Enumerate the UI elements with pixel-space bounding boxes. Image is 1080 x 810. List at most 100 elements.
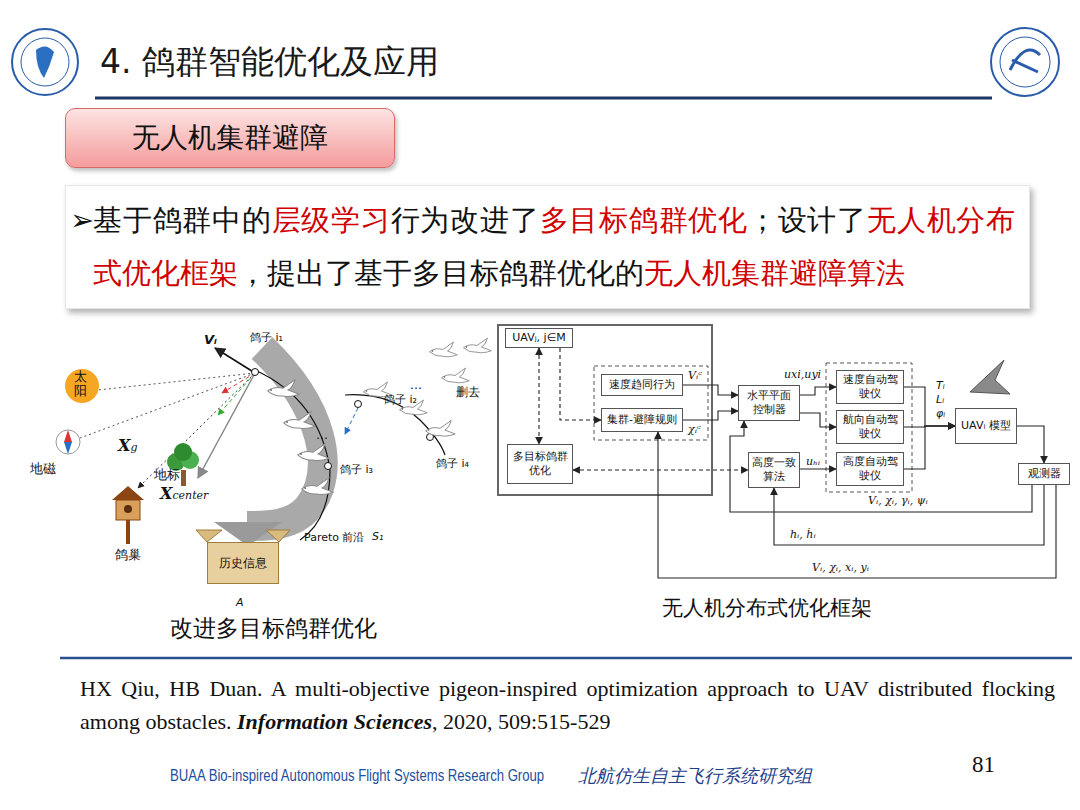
- illustration-part: [430, 342, 458, 357]
- illustration-part: [64, 442, 72, 454]
- illustration-part: [302, 478, 333, 495]
- illustration-part: [80, 373, 255, 438]
- node-text: UAVⱼ, j∈M: [512, 331, 565, 345]
- illustration-part: [138, 373, 255, 488]
- illustration-part: [181, 470, 186, 486]
- illustration-part: [124, 505, 132, 513]
- connector: [800, 387, 836, 395]
- ellipsis: …: [410, 378, 422, 392]
- illustration-part: [112, 486, 144, 500]
- node-text: 航向自动驾驶仪: [840, 413, 900, 441]
- highlight-text: 无人机集群避障算法: [644, 256, 905, 290]
- sun-label: 太阳: [74, 370, 87, 399]
- connector: [683, 411, 738, 420]
- citation: HX Qiu, HB Duan. A multi-objective pigeo…: [80, 672, 1055, 738]
- process-box: 速度趋同行为: [601, 374, 683, 396]
- illustration-part: [991, 28, 1059, 96]
- signal-label: Vᵢ, χᵢ, xᵢ, yᵢ: [812, 561, 869, 574]
- illustration-part: [198, 373, 255, 478]
- pigeon-label: 鸽子 i₁: [250, 330, 283, 345]
- process-box: 水平平面控制器: [738, 385, 800, 421]
- illustration-part: [442, 368, 470, 383]
- symbol-label: S₁: [372, 530, 383, 543]
- process-box: 集群-避障规则: [601, 408, 683, 432]
- highlight-text: 多目标鸽群优化: [540, 203, 748, 237]
- illustration-part: [64, 430, 72, 442]
- connector: [683, 385, 738, 395]
- group-name: BUAA Bio-inspired Autonomous Flight Syst…: [170, 767, 544, 785]
- connector: [904, 387, 955, 426]
- logo: [12, 29, 78, 95]
- illustration-part: [268, 380, 299, 397]
- node-text: 多目标鸽群优化: [511, 450, 569, 478]
- highlight-text: 层级学习: [272, 203, 391, 237]
- box-flap: [196, 530, 290, 542]
- illustration-part: [222, 373, 255, 393]
- symbol-label: A: [236, 596, 244, 609]
- signal-label: Tᵢ: [936, 379, 945, 392]
- process-box: 速度自动驾驶仪: [836, 370, 904, 404]
- illustration-part: [252, 369, 259, 376]
- illustration-part: [218, 373, 255, 415]
- uav-icon: [970, 360, 1010, 394]
- signal-label: Vᵢᶜ: [688, 369, 702, 382]
- logo: [991, 28, 1059, 96]
- node-text: 水平平面控制器: [742, 389, 796, 417]
- behavior-group: [594, 366, 708, 440]
- signal-label: hᵢ, ḣᵢ: [790, 528, 816, 541]
- illustration-part: [298, 444, 329, 461]
- velocity-label: Vᵢ: [204, 332, 217, 347]
- pigeon-label: 鸽子 i₂: [384, 392, 417, 407]
- connector: [1017, 426, 1044, 463]
- signal-label: χᵢᶜ: [688, 423, 701, 436]
- figure-caption: 无人机分布式优化框架: [662, 594, 872, 622]
- slide-title: 4. 鸽群智能优化及应用: [100, 40, 439, 85]
- archive-box: 历史信息: [207, 542, 279, 584]
- illustration-part: [215, 348, 255, 373]
- figure-caption: 改进多目标鸽群优化: [170, 613, 377, 644]
- separator: [60, 657, 1072, 660]
- pigeon-label: 鸽子 i₃: [340, 462, 373, 477]
- node-text: 高度一致算法: [752, 456, 796, 484]
- bullet-text: ➢基于鸽群中的层级学习行为改进了多目标鸽群优化；设计了无人机分布式优化框架，提出…: [93, 194, 1015, 300]
- connector: [800, 413, 836, 427]
- illustration-part: [12, 29, 78, 95]
- compass-symbol: [56, 430, 80, 454]
- node-text: ，提出了基于多目标鸽群优化的: [238, 256, 644, 290]
- connector: [658, 432, 1056, 578]
- process-box: UAVⱼ, j∈M: [505, 328, 573, 348]
- connector: [560, 348, 601, 420]
- illustration-part: [284, 412, 315, 429]
- header-rule: [95, 97, 992, 100]
- group-name: 北航仿生自主飞行系统研究组: [578, 764, 812, 788]
- illustration-part: [56, 430, 80, 454]
- connector: [774, 485, 1044, 545]
- bullet-mark: ➢: [70, 194, 94, 247]
- ellipsis: …: [316, 428, 328, 442]
- signal-label: Vᵢ, χᵢ, γᵢ, ψᵢ: [868, 494, 928, 507]
- signal-label: φᵢ: [936, 407, 945, 420]
- vector-label: Xg: [118, 436, 137, 455]
- illustration-part: [255, 370, 330, 540]
- node-text: 速度自动驾驶仪: [840, 373, 900, 401]
- signal-label: Lᵢ: [936, 393, 944, 406]
- illustration-part: [325, 463, 332, 470]
- pigeon-label: 鸽子 i₄: [436, 456, 469, 471]
- node-text: 速度趋同行为: [609, 378, 675, 392]
- sun-symbol: [65, 369, 99, 403]
- node-text: 历史信息: [219, 555, 267, 572]
- illustration-part: [1000, 37, 1050, 87]
- node-text: ；设计了: [748, 203, 867, 237]
- vector-label: Xcenter: [160, 484, 208, 503]
- illustration-part: [464, 338, 492, 353]
- page-number: 81: [972, 752, 995, 778]
- process-box: 航向自动驾驶仪: [836, 410, 904, 444]
- citation-text: , 2020, 509:515-529: [432, 709, 610, 734]
- process-box: 高度一致算法: [748, 452, 800, 488]
- node-text: 基于鸽群中的: [93, 203, 272, 237]
- connector: [573, 469, 748, 470]
- illustration-part: [36, 46, 54, 78]
- process-box: 高度自动驾驶仪: [836, 452, 904, 486]
- nest-label: 鸽巢: [115, 546, 141, 564]
